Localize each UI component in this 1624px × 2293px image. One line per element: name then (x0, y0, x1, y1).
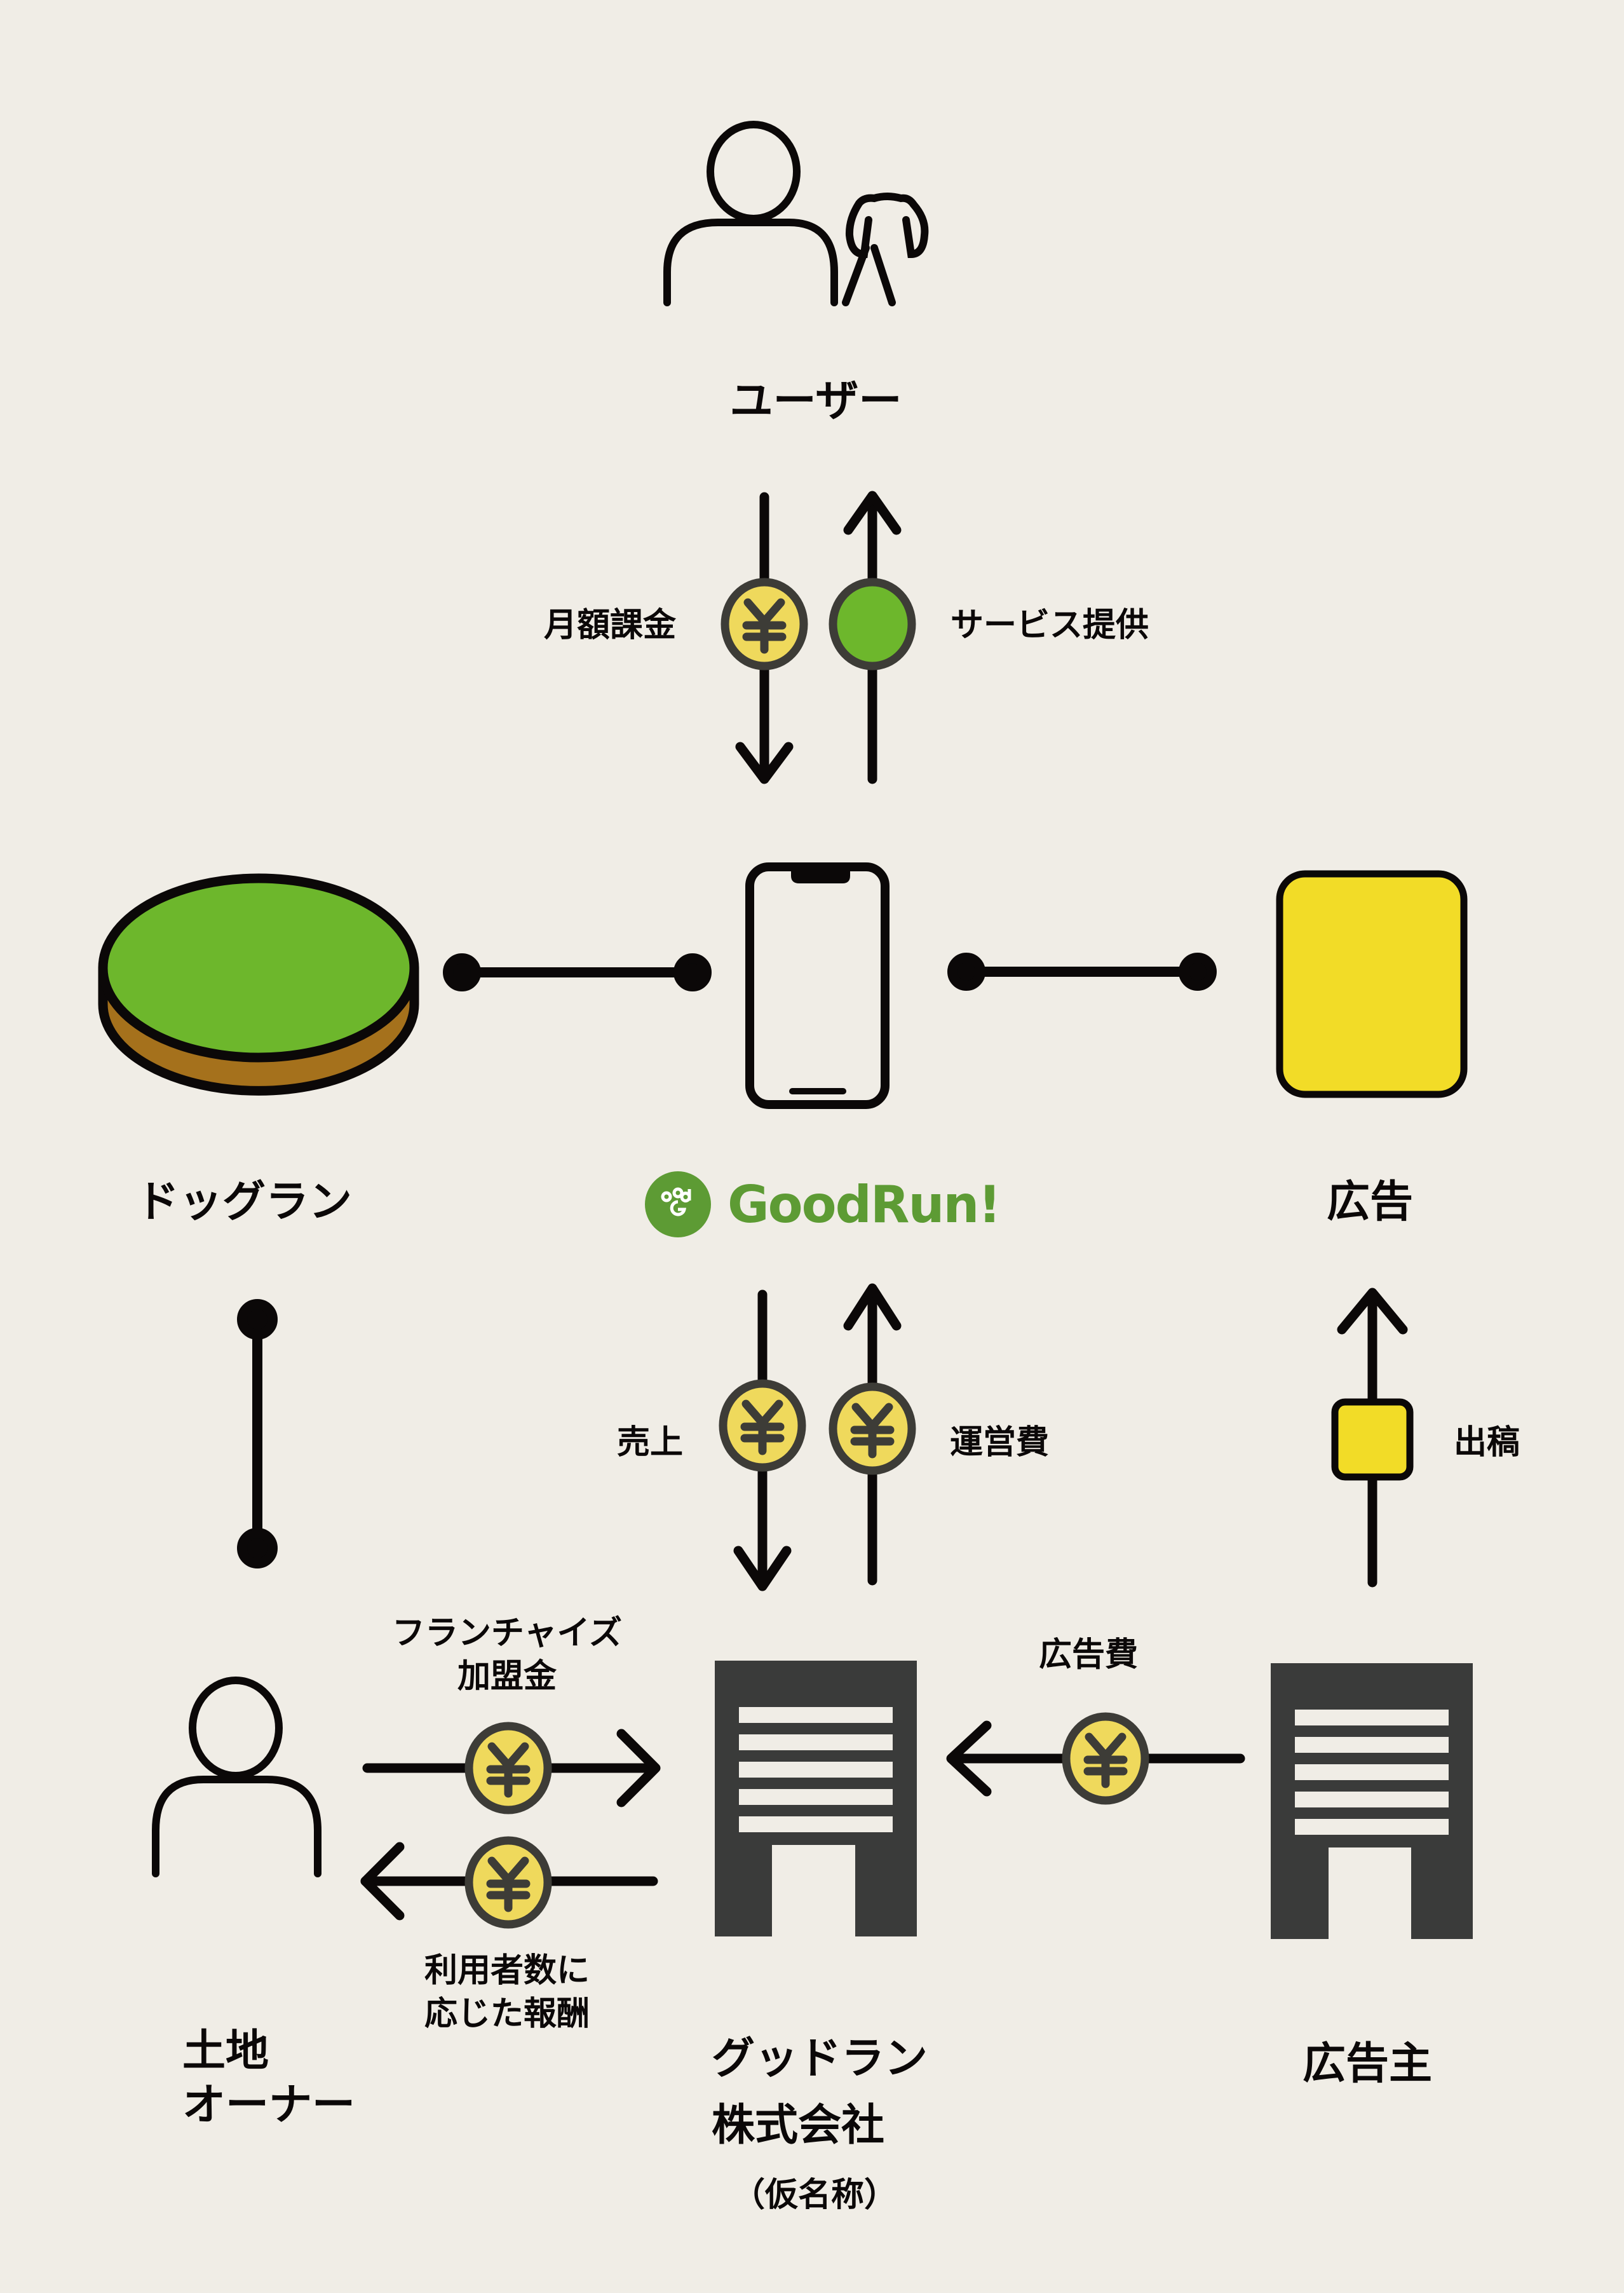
yen-coin-icon (469, 1841, 548, 1924)
franchise-fee-label: フランチャイズ 加盟金 (392, 1612, 622, 1698)
yen-coin-icon (1066, 1717, 1145, 1800)
placement-label: 出稿 (1453, 1424, 1520, 1462)
dogrun-label: ドッグラン (135, 1177, 353, 1227)
brand-name: GoodRun! (727, 1174, 1001, 1234)
landowner-label-line1: 土地 (182, 2026, 269, 2076)
smartphone-icon (745, 862, 890, 1109)
company-provisional-note: （仮名称） (731, 2176, 898, 2214)
yen-coin-icon (833, 1387, 912, 1471)
dogrun-connector (443, 953, 712, 991)
service-label: サービス提供 (950, 606, 1149, 644)
sales-label: 売上 (616, 1424, 684, 1462)
ad-fee-label: 広告費 (1038, 1636, 1139, 1674)
paw-logo-icon (645, 1171, 711, 1237)
franchise-fee-label-line1: フランチャイズ (392, 1614, 622, 1652)
dog-run-field-icon (98, 873, 419, 1096)
company-label: グッドラン 株式会社 (712, 2025, 928, 2160)
advertiser-label: 広告主 (1302, 2039, 1433, 2089)
ad-label: 広告 (1326, 1177, 1414, 1227)
person-head (707, 121, 801, 222)
operating-cost-label: 運営費 (949, 1424, 1050, 1462)
company-label-line2: 株式会社 (712, 2100, 885, 2151)
franchise-fee-label-line2: 加盟金 (457, 1657, 557, 1696)
user-label: ユーザー (729, 376, 902, 426)
company-label-line1: グッドラン (712, 2034, 928, 2084)
ad-card-icon (1276, 870, 1468, 1098)
monthly-fee-label: 月額課金 (543, 606, 677, 644)
green-dot-icon (829, 578, 916, 670)
reward-label: 利用者数に 応じた報酬 (424, 1950, 590, 2036)
yen-coin-icon (723, 1384, 802, 1467)
person-with-dog-icon (663, 121, 929, 306)
person-body (663, 219, 838, 306)
reward-label-line1: 利用者数に (424, 1952, 590, 1990)
advertiser-building-icon (1271, 1663, 1473, 1939)
dog-icon (842, 193, 929, 306)
landowner-label: 土地 オーナー (182, 2024, 355, 2132)
ad-connector (947, 953, 1217, 991)
reward-label-line2: 応じた報酬 (424, 1994, 590, 2033)
yen-coin-icon (725, 582, 804, 666)
landowner-label-line2: オーナー (182, 2080, 356, 2130)
landowner-connector (237, 1299, 278, 1568)
person-icon (152, 1677, 321, 1877)
goodrun-logo: GoodRun! (645, 1171, 1001, 1237)
yellow-square-icon (1331, 1398, 1414, 1481)
company-building-icon (715, 1661, 917, 1936)
yen-coin-icon (469, 1726, 548, 1810)
